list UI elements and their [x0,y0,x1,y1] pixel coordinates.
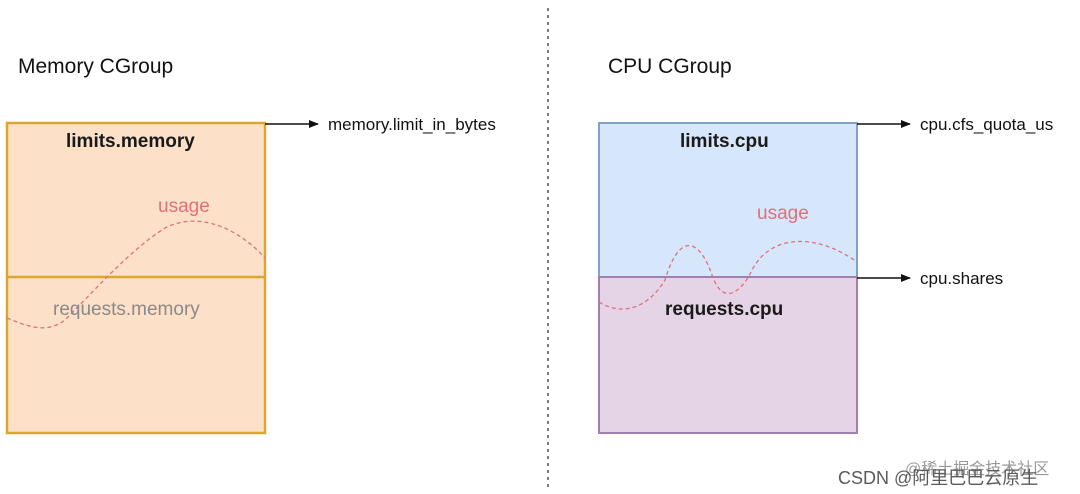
memory-limits-label: limits.memory [66,131,195,152]
memory-requests-label: requests.memory [53,299,200,320]
memory-usage-curve [6,220,266,329]
cpu-requests-label: requests.cpu [665,299,784,320]
cpu-usage-label: usage [757,203,809,224]
watermark-csdn: CSDN @阿里巴巴云原生 [838,468,1039,488]
cpu-shares-label: cpu.shares [920,269,1004,288]
watermark-juejin: @稀土掘金技术社区 [905,461,1050,478]
cpu-limits-box [598,122,858,278]
cpu-cfs-quota-label: cpu.cfs_quota_us [920,115,1054,134]
cpu-cgroup-title: CPU CGroup [608,55,732,78]
cpu-limits-label: limits.cpu [680,131,769,152]
memory-cgroup-title: Memory CGroup [18,55,174,78]
memory-usage-label: usage [158,196,210,217]
cpu-usage-curve [598,240,858,310]
memory-limit-in-bytes-label: memory.limit_in_bytes [328,115,496,134]
